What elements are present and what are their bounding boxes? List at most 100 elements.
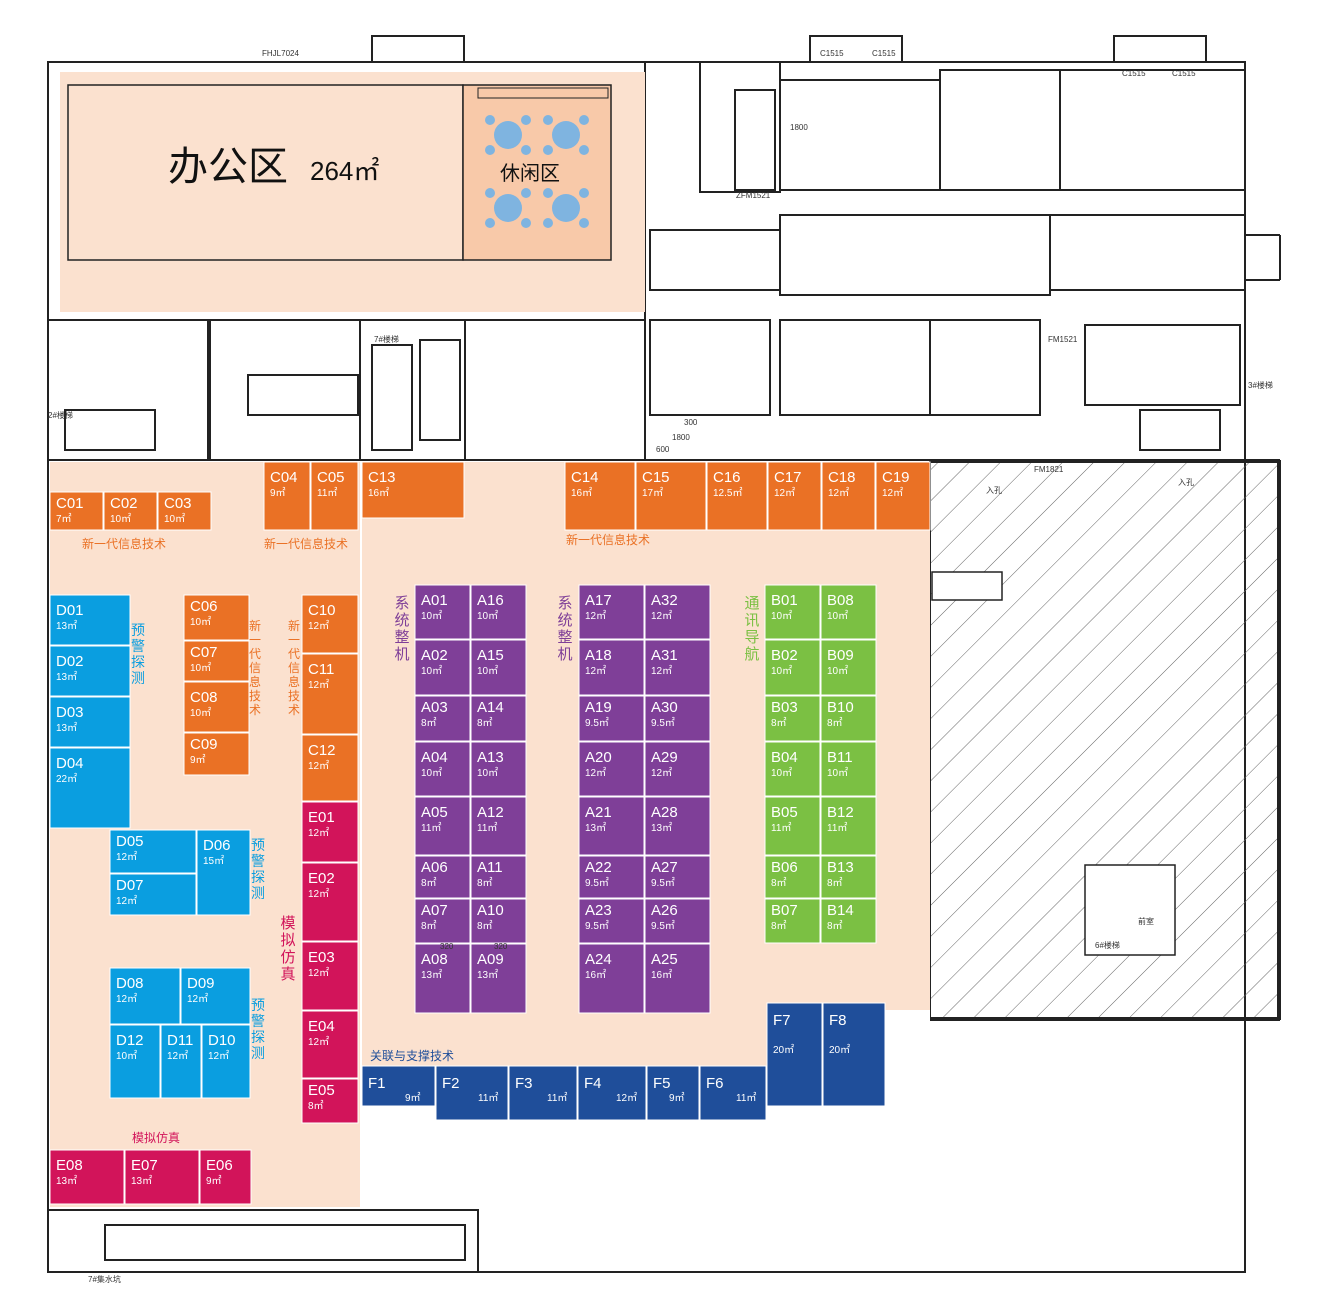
booth-id: A06 [421, 859, 448, 876]
booth-shape [470, 855, 527, 899]
booth-shape [49, 1149, 125, 1205]
booth-area: 10㎡ [771, 767, 792, 779]
booth-area: 8㎡ [308, 1100, 324, 1112]
booth-shape [183, 681, 250, 733]
booth-area: 12㎡ [585, 610, 606, 622]
